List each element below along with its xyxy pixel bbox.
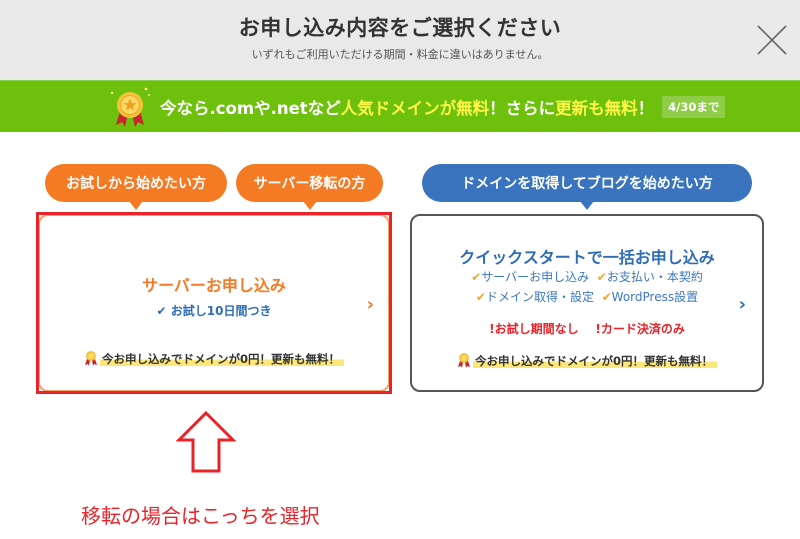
trial-info: ✔ お試し10日間つき (40, 302, 388, 319)
close-icon (757, 25, 787, 55)
campaign-highlight-free-renewal: 更新も無料 (555, 99, 638, 118)
check-icon: ✔ (475, 290, 486, 304)
feature-item: ドメイン取得・設定 (485, 290, 594, 304)
feature-item: WordPress設置 (611, 290, 699, 304)
annotation-note: 移転の場合はこっちを選択 (81, 504, 320, 528)
warning-notes: !お試し期間なし !カード決済のみ (412, 320, 762, 337)
feature-item: サーバーお申し込み (481, 270, 590, 284)
up-arrow-icon (176, 410, 236, 473)
feature-row-1: ✔サーバーお申し込み ✔お支払い・本契約 (412, 268, 762, 286)
warning-card-only: !カード決済のみ (595, 322, 685, 336)
label-bubble-trial: お試しから始めたい方 (45, 164, 227, 210)
campaign-deadline-badge: 4/30まで (662, 96, 726, 118)
medal-icon (110, 87, 150, 127)
domain-promo: 今お申し込みでドメインが0円！更新も無料！ (412, 352, 762, 369)
close-button[interactable] (752, 20, 792, 60)
check-icon: ✔ (156, 304, 167, 318)
check-icon: ✔ (596, 270, 607, 284)
page-title: お申し込み内容をご選択ください (238, 16, 562, 40)
server-application-card[interactable]: サーバーお申し込み ✔ お試し10日間つき 今お申し込みでドメインが0円！更新も… (38, 214, 390, 392)
chevron-right-icon: › (366, 294, 374, 315)
trial-label: お試し10日間つき (170, 304, 272, 318)
medal-icon (85, 351, 97, 366)
dialog-header: お申し込み内容をご選択ください いずれもご利用いただける期間・料金に違いはありま… (0, 0, 800, 80)
domain-promo: 今お申し込みでドメインが0円！更新も無料！ (40, 350, 388, 367)
campaign-text-part: 今なら.comや.netなど (160, 99, 341, 118)
check-icon: ✔ (601, 290, 612, 304)
server-card-title: サーバーお申し込み (142, 276, 286, 295)
label-bubble-server-transfer: サーバー移転の方 (236, 164, 383, 210)
label-bubble-domain-blog: ドメインを取得してブログを始めたい方 (422, 164, 752, 210)
campaign-text-part: ！ (637, 99, 655, 118)
promo-text: 今お申し込みでドメインが0円！更新も無料！ (100, 352, 344, 366)
campaign-text-part: ！さらに (489, 99, 556, 118)
campaign-highlight-free-domain: 人気ドメインが無料 (340, 99, 490, 118)
campaign-banner: 今なら.comや.netなど人気ドメインが無料！さらに更新も無料！ 4/30まで (0, 80, 800, 132)
medal-icon (458, 353, 470, 368)
quickstart-card-title: クイックスタートで一括お申し込み (459, 248, 715, 267)
campaign-text: 今なら.comや.netなど人気ドメインが無料！さらに更新も無料！ (160, 95, 654, 119)
page-subtitle: いずれもご利用いただける期間・料金に違いはありません。 (251, 48, 549, 61)
feature-item: お支払い・本契約 (606, 270, 703, 284)
feature-row-2: ✔ドメイン取得・設定 ✔WordPress設置 (412, 288, 762, 306)
promo-text: 今お申し込みでドメインが0円！更新も無料！ (473, 354, 717, 368)
chevron-right-icon: › (738, 294, 746, 315)
warning-no-trial: !お試し期間なし (489, 322, 579, 336)
check-icon: ✔ (471, 270, 482, 284)
quickstart-application-card[interactable]: クイックスタートで一括お申し込み ✔サーバーお申し込み ✔お支払い・本契約 ✔ド… (410, 214, 764, 392)
